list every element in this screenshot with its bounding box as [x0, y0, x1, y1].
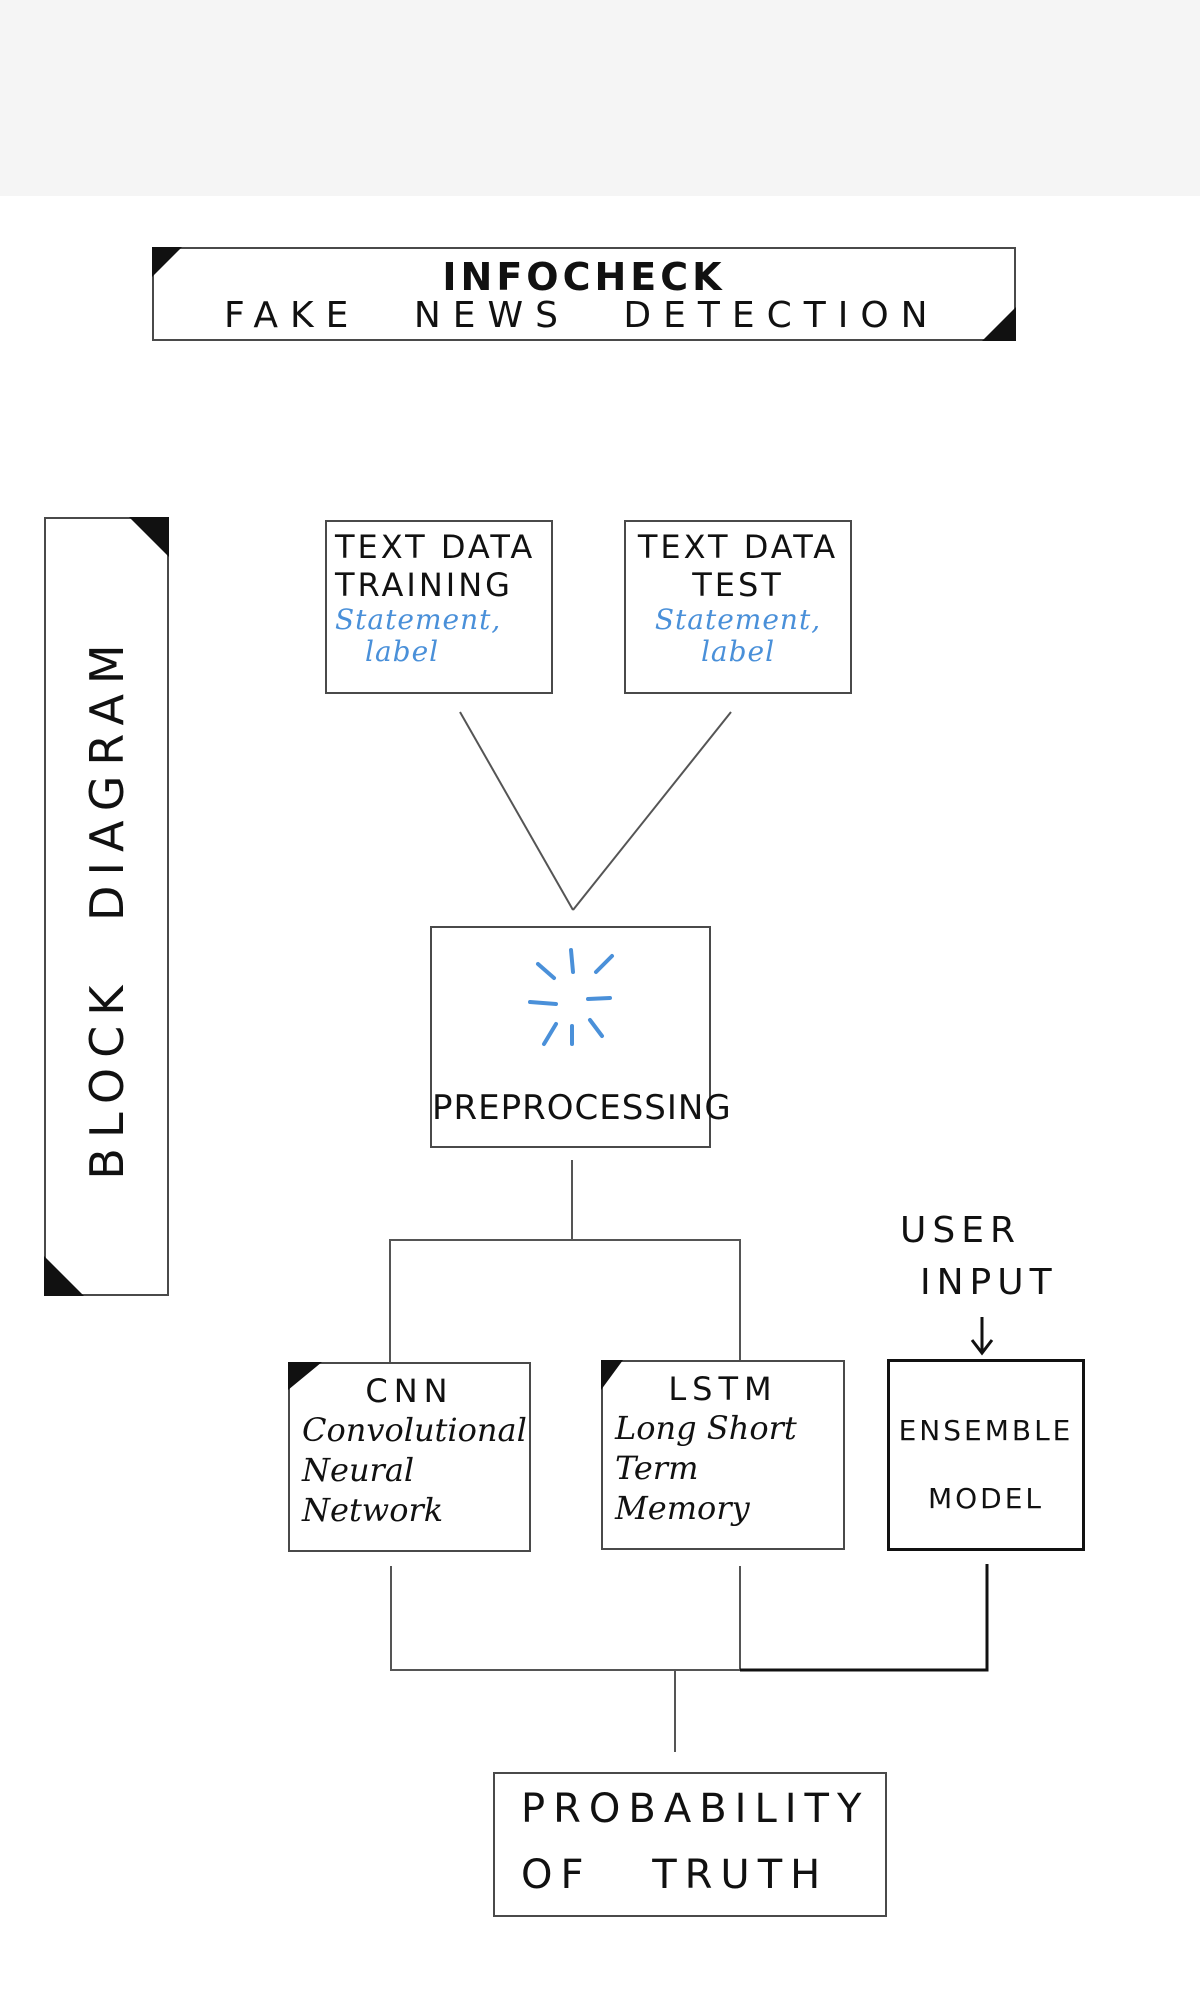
cnn-desc-line1: Convolutional [302, 1411, 527, 1449]
training-data-node: TEXT DATA TRAINING Statement, label [325, 520, 553, 694]
edge-split-to-models [389, 1239, 741, 1362]
block-diagram-label: BLOCK DIAGRAM [79, 633, 134, 1180]
block-diagram-label-box: BLOCK DIAGRAM [44, 517, 169, 1296]
user-input-line2: INPUT [920, 1262, 1058, 1303]
label-corner-top-right [129, 517, 169, 557]
lstm-title: LSTM [668, 1370, 778, 1408]
lstm-node: LSTM Long Short Term Memory [601, 1360, 845, 1550]
test-fields2: label [700, 635, 776, 668]
edge-training-to-preprocessing [459, 711, 574, 911]
app-title: INFOCHECK [442, 255, 726, 299]
cnn-desc-line3: Network [302, 1491, 444, 1529]
test-data-node: TEXT DATA TEST Statement, label [624, 520, 852, 694]
top-margin-band [0, 0, 1200, 196]
user-input-label: USER INPUT [900, 1205, 1060, 1309]
training-fields2: label [365, 635, 440, 668]
cnn-title: CNN [365, 1372, 454, 1410]
cnn-corner-icon [288, 1362, 322, 1390]
lstm-desc-line2: Term [615, 1449, 699, 1487]
lstm-description: Long Short Term Memory [615, 1408, 797, 1528]
cnn-node: CNN Convolutional Neural Network [288, 1362, 531, 1552]
ensemble-line2: MODEL [927, 1482, 1045, 1515]
test-line1: TEXT DATA [637, 528, 839, 566]
cnn-description: Convolutional Neural Network [302, 1410, 527, 1530]
training-line1: TEXT DATA [335, 528, 536, 566]
app-subtitle: FAKE NEWS DETECTION [224, 295, 940, 336]
lstm-desc-line1: Long Short [615, 1409, 797, 1447]
test-line2: TEST [692, 566, 784, 604]
lstm-corner-icon [601, 1360, 623, 1390]
output-line1: PROBABILITY [521, 1786, 870, 1832]
edge-test-to-preprocessing [572, 711, 732, 911]
title-corner-bottom-right [982, 307, 1016, 341]
training-fields1: Statement, [335, 603, 502, 636]
lstm-desc-line3: Memory [615, 1489, 750, 1527]
cnn-desc-line2: Neural [302, 1451, 415, 1489]
test-fields1: Statement, [654, 603, 822, 636]
arrow-head-user-input [970, 1339, 994, 1356]
label-corner-bottom-left [44, 1256, 84, 1296]
training-line2: TRAINING [335, 566, 513, 604]
title-corner-top-left [152, 247, 182, 277]
processing-spinner-icon [528, 948, 614, 1046]
edge-ensemble-to-merge [740, 1564, 989, 1672]
title-box: INFOCHECK FAKE NEWS DETECTION [152, 247, 1016, 341]
preprocessing-label: PREPROCESSING [432, 1088, 732, 1128]
edge-models-merge [390, 1566, 741, 1671]
ensemble-line1: ENSEMBLE [898, 1414, 1074, 1447]
ensemble-model-node: ENSEMBLE MODEL [887, 1359, 1085, 1551]
preprocessing-node: PREPROCESSING [430, 926, 732, 1148]
output-line2: OF TRUTH [521, 1852, 829, 1898]
user-input-line1: USER [900, 1210, 1021, 1251]
probability-of-truth-node: PROBABILITY OF TRUTH [493, 1772, 887, 1917]
